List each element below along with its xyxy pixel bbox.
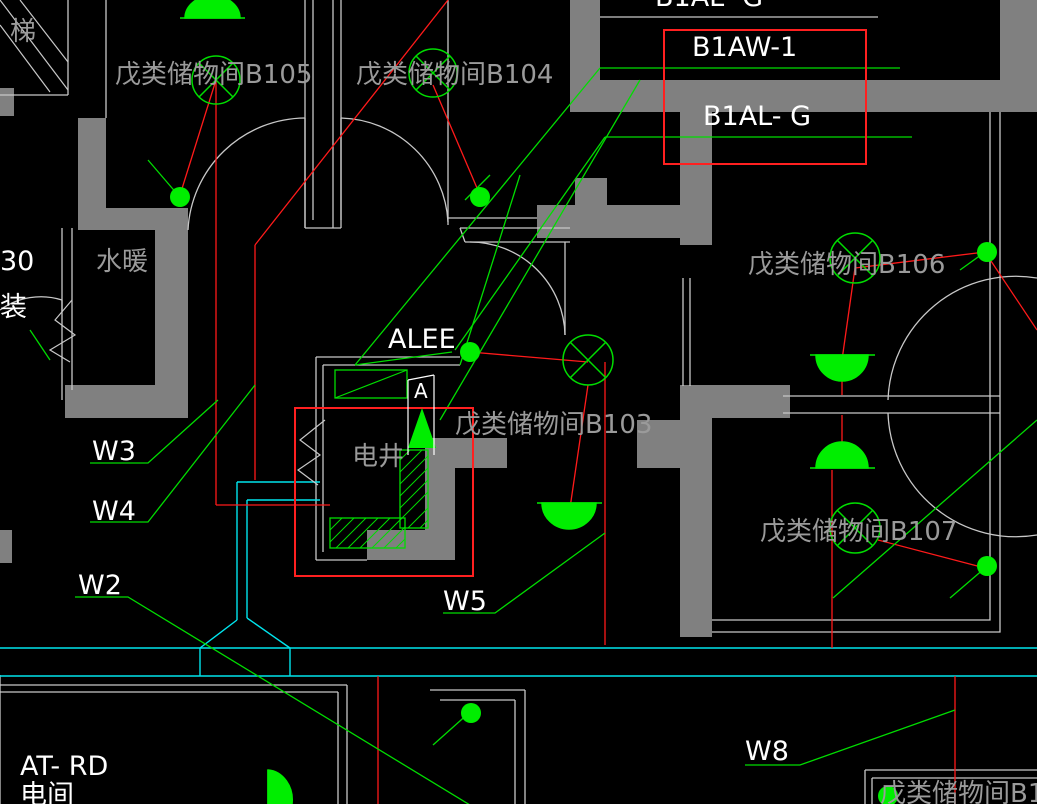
room-label-dianjing: 电井 <box>352 442 404 472</box>
room-label-b10x: 戊类储物间B1 <box>880 779 1037 804</box>
break-lines <box>48 299 326 486</box>
switch-icon <box>460 342 480 362</box>
switches <box>170 187 997 804</box>
cyan-conduits <box>0 481 1037 677</box>
lamp-icon <box>408 48 458 98</box>
switch-icon <box>977 556 997 576</box>
green-wiring <box>29 67 1037 804</box>
wall-segment <box>537 205 712 238</box>
room-label-b106: 戊类储物间B106 <box>748 250 945 280</box>
switch-icon <box>470 187 490 207</box>
wall-segment <box>1000 0 1037 112</box>
lamp-icon <box>829 502 881 554</box>
edge-label-cut: 电间 <box>20 780 74 804</box>
room-label-b105: 戊类储物间B105 <box>115 60 312 90</box>
section-label-a: A <box>414 379 428 403</box>
red-wiring <box>179 0 1037 804</box>
room-label-b107: 戊类储物间B107 <box>760 517 957 547</box>
lamp-icon <box>829 232 881 284</box>
electric-shaft-equipment <box>329 369 436 549</box>
distribution-box <box>334 369 408 399</box>
circuit-label-w4: W4 <box>92 496 136 527</box>
wall-segment <box>0 88 14 116</box>
panel-label-atrd: AT- RD <box>20 751 108 782</box>
edge-label-zhuang: 装 <box>0 292 27 323</box>
stair-hatch <box>0 0 69 93</box>
wall-lamp-icon <box>180 0 245 19</box>
room-label-b104: 戊类储物间B104 <box>356 60 553 90</box>
wall-segment <box>570 80 1037 112</box>
circuit-label-w8: W8 <box>745 736 789 767</box>
room-label-b103: 戊类储物间B103 <box>455 410 652 440</box>
switch-icon <box>461 703 481 723</box>
panel-label-b1alg: B1AL- G <box>703 101 811 132</box>
edge-label-30: 30 <box>0 246 34 277</box>
lamp-icon <box>191 55 241 105</box>
switch-icon <box>170 187 190 207</box>
lamp-icon <box>562 334 614 386</box>
panel-label-b1aw1: B1AW-1 <box>692 32 797 63</box>
panel-label-b1alt: B1AL- G <box>655 0 763 13</box>
wall-lamp-icon <box>267 769 293 804</box>
circuit-labels: B1AL- G B1AW-1 B1AL- G ALEE A W3 W4 W2 W… <box>0 0 811 804</box>
room-labels: 戊类储物间B105 戊类储物间B104 戊类储物间B106 戊类储物间B103 … <box>10 17 1037 804</box>
circuit-label-w3: W3 <box>92 436 136 467</box>
wall-lamps <box>180 0 875 804</box>
edge-label-ti: 梯 <box>10 17 36 47</box>
panel-label-alee: ALEE <box>388 324 456 355</box>
ceiling-lamps <box>191 48 881 554</box>
highlight-box-panel-labels <box>663 29 867 165</box>
wall-segment <box>0 530 12 563</box>
highlight-box-electric-shaft <box>294 407 474 577</box>
room-label-shuinuan: 水暖 <box>96 247 148 277</box>
section-arrow-a <box>408 408 436 448</box>
cable-tray-horizontal <box>329 517 406 549</box>
wall-segment <box>155 208 188 418</box>
cable-tray-vertical <box>399 449 429 529</box>
wall-lamp-icon <box>810 441 875 469</box>
circuit-label-w2: W2 <box>78 570 122 601</box>
switch-icon <box>878 786 898 804</box>
walls <box>0 0 1037 637</box>
wall-segment <box>65 385 188 418</box>
circuit-label-w5: W5 <box>443 586 487 617</box>
wall-lamp-icon <box>537 502 602 530</box>
switch-icon <box>977 242 997 262</box>
wall-segment <box>367 530 447 560</box>
wall-segment <box>637 420 712 468</box>
wall-lamp-icon <box>810 354 875 382</box>
